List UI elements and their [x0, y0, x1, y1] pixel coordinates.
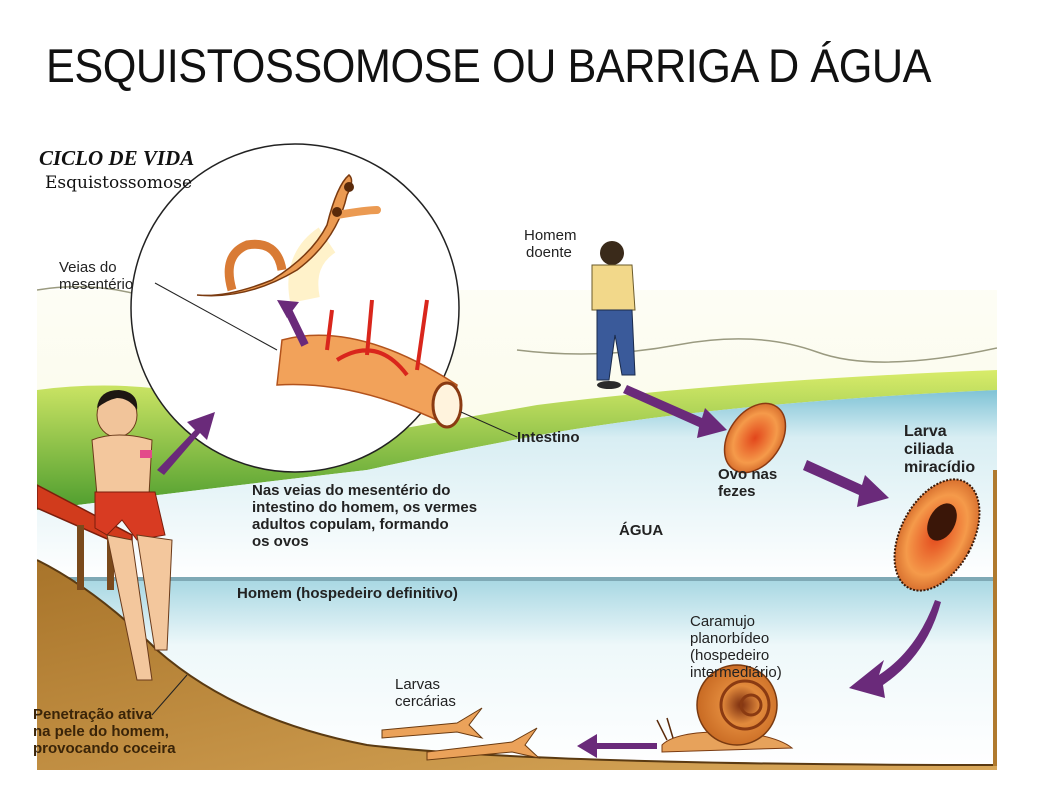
label-adult-worms: Nas veias do mesentério do intestino do …: [252, 482, 478, 550]
cercariae-illustration: [381, 707, 541, 761]
label-egg: Ovo nas fezes: [718, 466, 778, 500]
boy-figure: [91, 390, 173, 681]
miracidium-illustration: [893, 478, 981, 592]
label-intestine: Intestino: [517, 429, 580, 446]
label-snail: Caramujo planorbídeo (hospedeiro interme…: [690, 613, 782, 681]
label-miracidium: Larva ciliada miracídio: [904, 423, 976, 477]
label-mesenteric-veins: Veias do mesentério: [59, 259, 134, 293]
egg-illustration: [723, 402, 787, 474]
label-cercariae: Larvas cercárias: [395, 676, 456, 710]
label-sick-man: Homem doente: [524, 227, 577, 261]
diagram-subheading: Esquistossomose: [45, 173, 193, 193]
sick-man-figure: [591, 241, 636, 389]
snail-illustration: [656, 664, 794, 753]
cycle-arrows: [157, 385, 941, 758]
soil-slope: [37, 560, 997, 770]
life-cycle-diagram: CICLO DE VIDA Esquistossomose Veias do m…: [33, 140, 997, 770]
label-definitive-host: Homem (hospedeiro definitivo): [237, 585, 458, 602]
label-penetration: Penetração ativa na pele do homem, provo…: [33, 706, 176, 757]
label-water: ÁGUA: [619, 522, 664, 539]
diagram-illustration: [37, 140, 997, 770]
magnified-view-circle: [130, 143, 463, 473]
slide-title: ESQUISTOSSOMOSE OU BARRIGA D ÁGUA: [46, 39, 932, 92]
diagram-heading: CICLO DE VIDA: [39, 146, 195, 170]
